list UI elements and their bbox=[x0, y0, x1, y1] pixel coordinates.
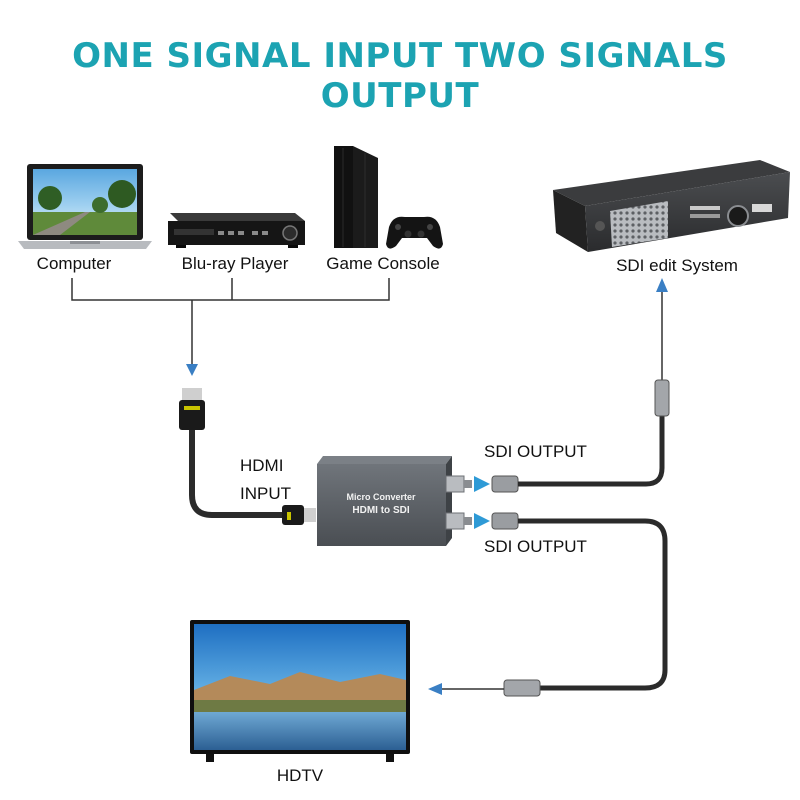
hdtv-label: HDTV bbox=[276, 766, 324, 785]
input-arrow-head bbox=[186, 364, 198, 376]
game-console-label: Game Console bbox=[326, 254, 440, 273]
source-connector-lines bbox=[71, 278, 390, 366]
output-arrow-left bbox=[428, 683, 504, 695]
laptop-icon bbox=[18, 164, 152, 249]
sdi-cable-2 bbox=[491, 512, 668, 697]
hdtv-icon bbox=[190, 620, 410, 762]
sdi-cable-1 bbox=[491, 379, 670, 493]
sdi-arrow-2-icon bbox=[474, 513, 490, 529]
hdmi-cable bbox=[179, 388, 316, 525]
hdmi-input-label-line1: HDMI bbox=[240, 456, 284, 475]
hdmi-input-label-line2: INPUT bbox=[240, 484, 291, 503]
converter-box: Micro Converter HDMI to SDI bbox=[317, 456, 452, 546]
sdi-edit-system-icon bbox=[553, 160, 790, 252]
game-console-icon bbox=[334, 146, 443, 249]
converter-label-line1: Micro Converter bbox=[346, 492, 416, 502]
sdi-arrow-1-icon bbox=[474, 476, 490, 492]
bluray-player-label: Blu-ray Player bbox=[181, 254, 289, 273]
computer-label: Computer bbox=[36, 254, 112, 273]
output-arrow-up bbox=[656, 278, 668, 380]
sdi-output-2-label: SDI OUTPUT bbox=[484, 537, 587, 556]
bnc-port-icon bbox=[445, 475, 472, 530]
sdi-edit-system-label: SDI edit System bbox=[616, 256, 738, 275]
converter-label-line2: HDMI to SDI bbox=[352, 505, 409, 516]
bluray-player-icon bbox=[168, 213, 305, 248]
sdi-output-1-label: SDI OUTPUT bbox=[484, 442, 587, 461]
diagram-title: ONE SIGNAL INPUT TWO SIGNALS OUTPUT bbox=[72, 36, 728, 116]
